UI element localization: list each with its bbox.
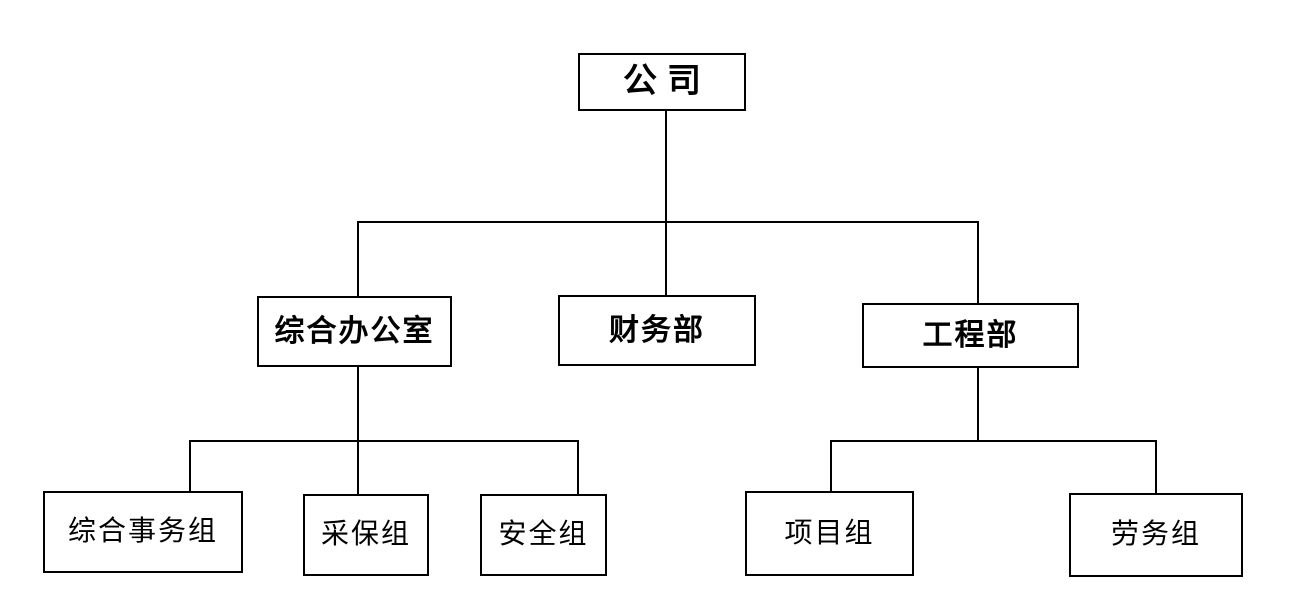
connector-engineering-down xyxy=(977,368,979,442)
connector-drop-safety xyxy=(577,440,579,494)
connector-general-office-down xyxy=(357,367,359,442)
connector-level2-horizontal-bus xyxy=(357,221,979,223)
connector-drop-engineering-dept xyxy=(977,221,979,303)
node-general-affairs-group: 综合事务组 xyxy=(43,491,243,573)
node-company: 公司 xyxy=(578,53,746,111)
node-safety-group: 安全组 xyxy=(480,494,607,576)
connector-root-to-finance xyxy=(665,111,667,295)
node-project-group: 项目组 xyxy=(745,491,914,576)
node-labor-group: 劳务组 xyxy=(1069,493,1243,577)
connector-drop-procurement xyxy=(357,440,359,494)
node-finance-dept: 财务部 xyxy=(558,295,756,366)
connector-drop-project xyxy=(830,440,832,491)
connector-drop-general-affairs xyxy=(189,440,191,491)
connector-drop-labor xyxy=(1155,440,1157,493)
connector-drop-general-office xyxy=(357,221,359,296)
connector-office-sub-bus xyxy=(189,440,579,442)
node-general-office: 综合办公室 xyxy=(257,296,452,367)
node-procurement-group: 采保组 xyxy=(303,494,429,576)
connector-engineering-sub-bus xyxy=(830,440,1157,442)
node-engineering-dept: 工程部 xyxy=(862,303,1079,368)
